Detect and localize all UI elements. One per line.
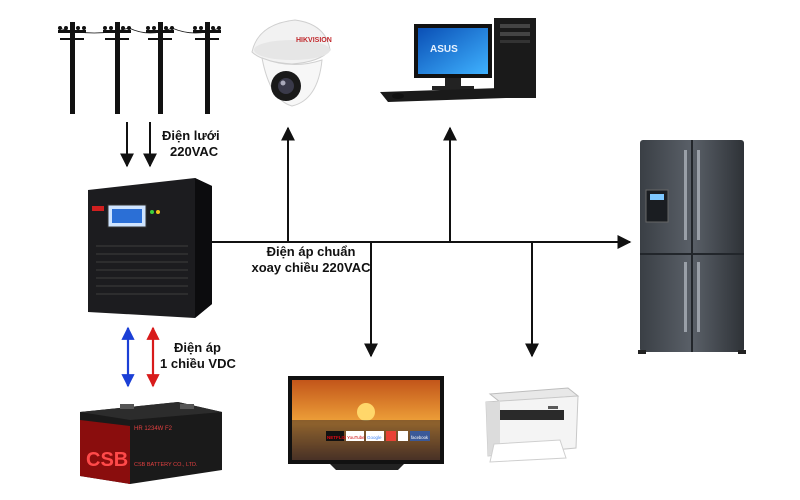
dc-voltage-label-line2: 1 chiều VDC: [160, 356, 236, 371]
dc-voltage-label: Điện áp 1 chiều VDC: [160, 340, 236, 372]
ac-voltage-label-line2: xoay chiều 220VAC: [251, 260, 371, 275]
refrigerator-icon: [638, 140, 746, 354]
camera-brand: HIKVISION: [296, 37, 332, 44]
battery-model: HR 1234W F2: [134, 426, 173, 432]
ups-icon: [88, 178, 212, 318]
printer-icon: [485, 387, 580, 463]
pc-brand: ASUS: [430, 44, 458, 55]
battery-icon: CSB HR 1234W F2 CSB BATTERY CO., LTD.: [80, 402, 222, 484]
dc-voltage-label-line1: Điện áp: [174, 340, 221, 355]
battery-brand: CSB: [86, 449, 128, 471]
tv-app-netflix: NETFLIX: [327, 435, 346, 440]
ac-voltage-label: Điện áp chuẩn xoay chiều 220VAC: [246, 244, 376, 276]
utility-pole-icon: [57, 22, 221, 114]
tv-app-youtube: YouTube: [347, 435, 365, 440]
television-icon: NETFLIX YouTube Google facebook: [288, 376, 444, 470]
battery-company: CSB BATTERY CO., LTD.: [134, 462, 198, 468]
tv-app-row: NETFLIX YouTube Google facebook: [326, 431, 430, 441]
tv-app-google: Google: [367, 435, 382, 440]
desktop-computer-icon: ASUS: [380, 18, 536, 102]
tv-app-facebook: facebook: [411, 435, 429, 440]
grid-power-label-line2: 220VAC: [170, 144, 219, 159]
grid-power-label-line1: Điện lưới: [162, 128, 220, 143]
grid-power-label: Điện lưới 220VAC: [162, 128, 220, 160]
ac-voltage-label-line1: Điện áp chuẩn: [266, 244, 356, 259]
security-camera-icon: HIKVISION: [251, 19, 332, 107]
